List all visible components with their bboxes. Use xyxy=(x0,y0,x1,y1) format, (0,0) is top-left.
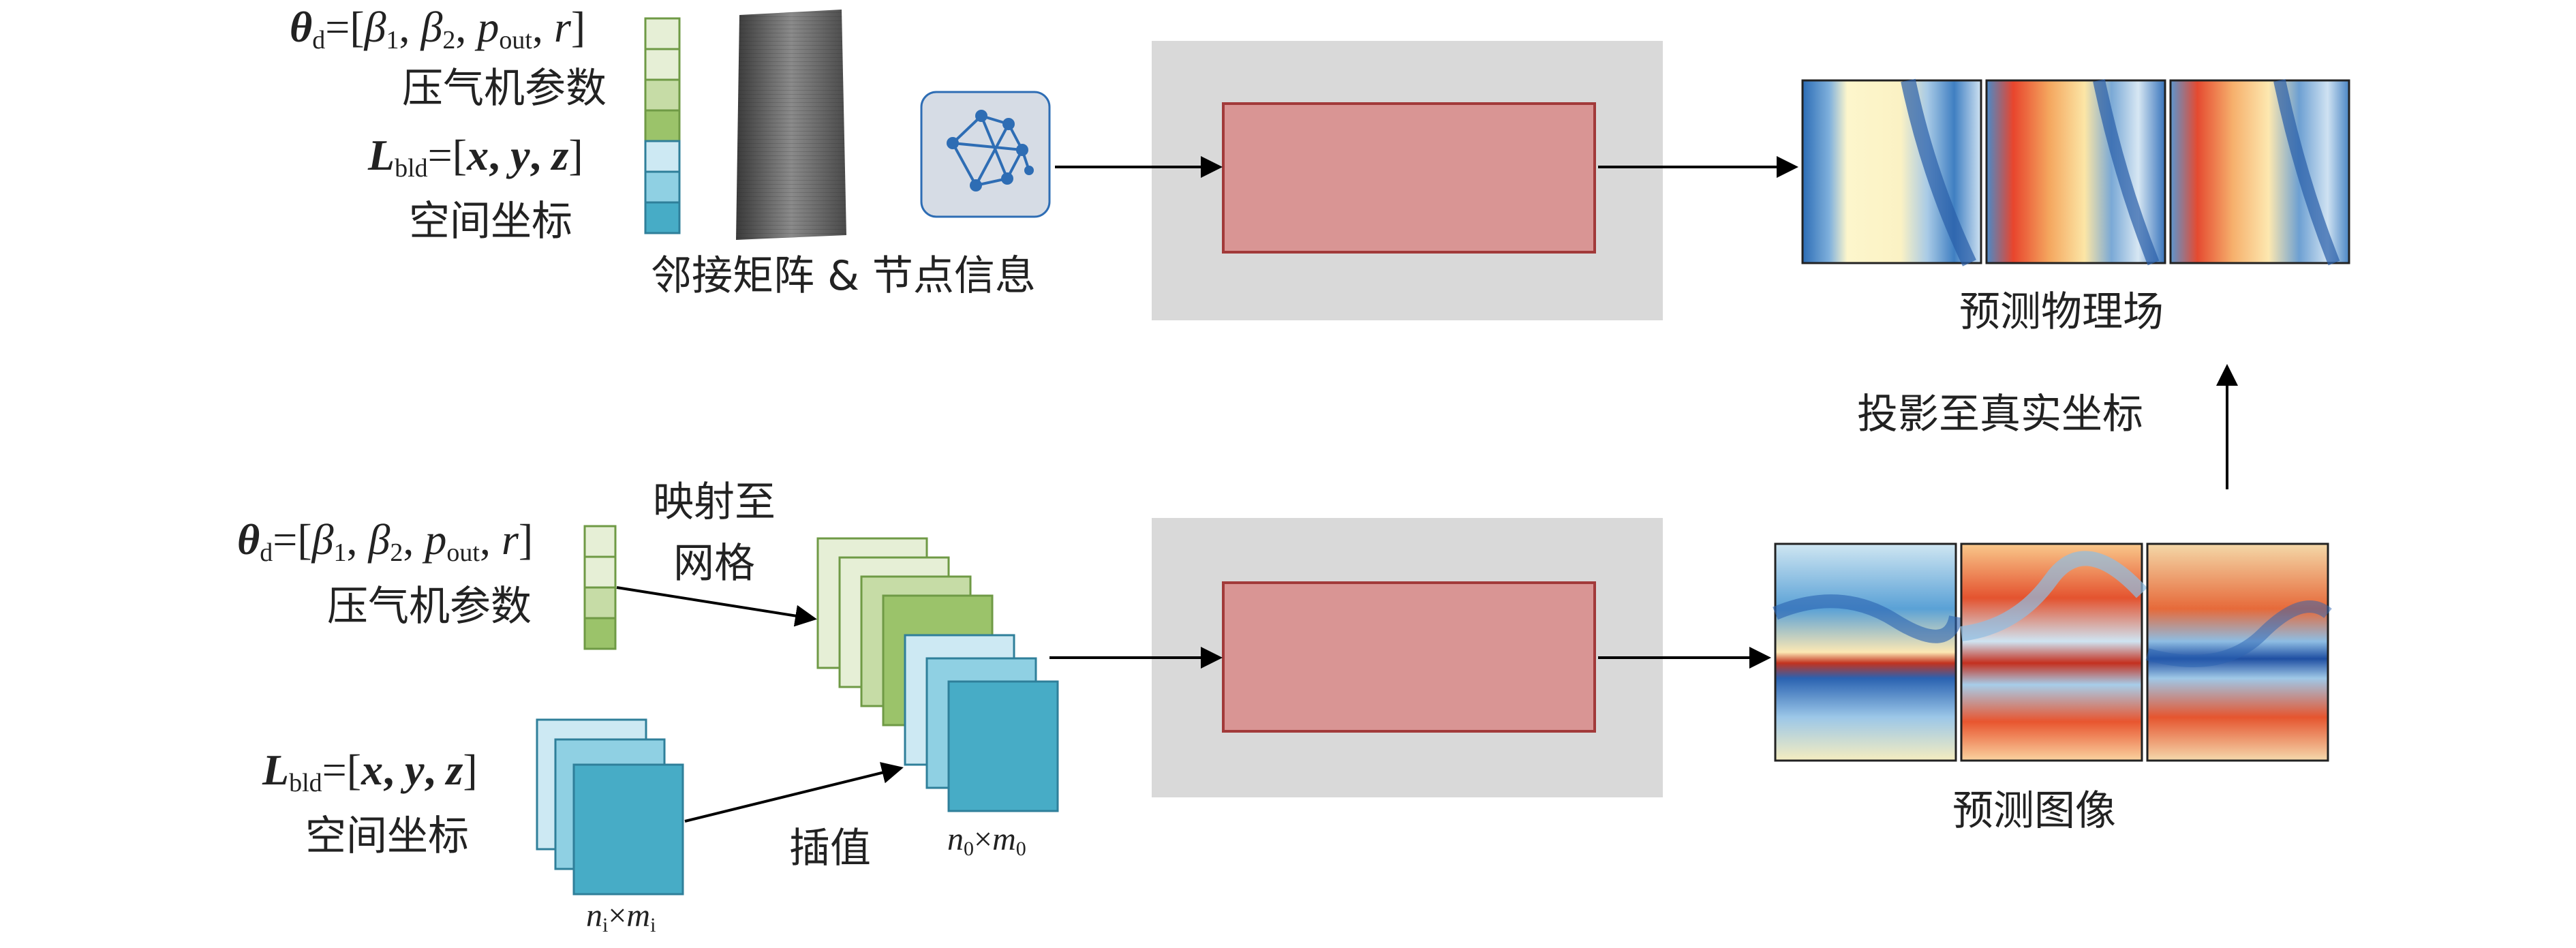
gmm-model-label: GMM xyxy=(1351,153,1457,200)
graph-info-label: 邻接矩阵 & 节点信息 xyxy=(651,252,1036,300)
dim-n-sub: 0 xyxy=(964,838,974,860)
dim-m: m xyxy=(992,821,1016,857)
p-subscript: out xyxy=(499,26,532,55)
p-subscript: out xyxy=(446,538,480,567)
p-symbol: p xyxy=(425,515,447,564)
r-symbol: r xyxy=(501,515,519,564)
coord-input-stack xyxy=(536,718,684,896)
dim-m-sub: i xyxy=(650,914,656,936)
beta1-subscript: 1 xyxy=(386,26,399,55)
theta-subscript: d xyxy=(260,538,273,567)
beta2-subscript: 2 xyxy=(390,538,403,567)
beta1-subscript: 1 xyxy=(333,538,347,567)
formula-sep: , xyxy=(403,515,425,564)
predicted-image-panel-2 xyxy=(1960,542,2148,762)
predicted-field-panel-1 xyxy=(1801,78,1982,266)
theta-symbol: θ xyxy=(237,515,260,564)
neural-model-label-line1: FNO/Unet/ xyxy=(1308,608,1499,654)
formula-sep: , xyxy=(424,746,446,794)
top-param-vector xyxy=(644,17,681,142)
y-symbol: y xyxy=(405,746,425,794)
predicted-field-panel-3 xyxy=(2169,79,2350,266)
dim-n-sub: i xyxy=(602,914,609,936)
predicted-field-label: 预测物理场 xyxy=(1959,288,2164,336)
predicted-field-panel-2 xyxy=(1985,79,2166,266)
neural-model-box xyxy=(1222,581,1596,733)
predicted-image-label: 预测图像 xyxy=(1952,787,2116,835)
formula-sep: , xyxy=(532,3,554,51)
formula-sep: , xyxy=(530,131,552,179)
r-symbol: r xyxy=(553,3,571,51)
dim-m: m xyxy=(626,898,651,934)
blade-mesh-image xyxy=(736,10,846,240)
x-symbol: x xyxy=(467,131,489,179)
L-symbol: L xyxy=(368,131,395,179)
bottom-param-formula: θd=[β1, β2, pout, r] xyxy=(237,515,534,566)
beta1-symbol: β xyxy=(364,3,386,51)
p-symbol: p xyxy=(477,3,500,51)
formula-open: =[ xyxy=(427,131,467,179)
neural-panel xyxy=(1152,518,1663,797)
formula-open: =[ xyxy=(322,746,362,794)
input-dim-label: ni×mi xyxy=(586,898,656,936)
map-label-line2: 网格 xyxy=(673,540,755,587)
formula-sep: , xyxy=(383,746,405,794)
z-symbol: z xyxy=(446,746,463,794)
x-symbol: x xyxy=(361,746,384,794)
top-coord-vector xyxy=(644,140,681,234)
formula-close: ] xyxy=(463,746,478,794)
interp-label: 插值 xyxy=(789,825,871,872)
formula-sep: , xyxy=(346,515,369,564)
graph-network-icon xyxy=(920,91,1051,218)
formula-sep: , xyxy=(455,3,478,51)
dim-times: × xyxy=(608,898,627,934)
bottom-coord-formula: Lbld=[x, y, z] xyxy=(262,746,478,797)
formula-sep: , xyxy=(479,515,502,564)
dim-m-sub: 0 xyxy=(1015,838,1026,860)
top-coord-label: 空间坐标 xyxy=(409,198,572,245)
top-coord-formula: Lbld=[x, y, z] xyxy=(368,131,583,182)
top-param-formula: θd=[β1, β2, pout, r] xyxy=(290,3,586,54)
formula-close: ] xyxy=(518,515,534,564)
formula-sep: , xyxy=(399,3,421,51)
neural-model-label-line2: Transformer xyxy=(1299,662,1509,709)
map-label-line1: 映射至 xyxy=(653,478,776,526)
beta2-symbol: β xyxy=(420,3,443,51)
dim-n: n xyxy=(947,821,964,857)
z-symbol: z xyxy=(551,131,569,179)
L-subscript: bld xyxy=(289,769,322,797)
predicted-image-panel-3 xyxy=(2145,542,2332,762)
theta-subscript: d xyxy=(312,26,326,55)
y-symbol: y xyxy=(510,131,530,179)
L-symbol: L xyxy=(262,746,290,794)
predicted-image-panel-1 xyxy=(1773,542,1963,762)
arrow-interpolation xyxy=(684,762,904,823)
formula-close: ] xyxy=(570,3,586,51)
arrow-param-to-grid xyxy=(616,586,817,627)
grid-dim-label: n0×m0 xyxy=(947,821,1026,859)
theta-symbol: θ xyxy=(290,3,313,51)
formula-open: =[ xyxy=(325,3,365,51)
grid-feature-stack xyxy=(816,537,1059,812)
formula-open: =[ xyxy=(273,515,312,564)
top-param-label: 压气机参数 xyxy=(402,65,607,112)
formula-sep: , xyxy=(489,131,511,179)
beta2-symbol: β xyxy=(368,515,390,564)
projection-label: 投影至真实坐标 xyxy=(1857,391,2143,438)
beta1-symbol: β xyxy=(311,515,334,564)
bottom-coord-label: 空间坐标 xyxy=(305,812,469,860)
bottom-param-vector xyxy=(583,525,617,650)
beta2-subscript: 2 xyxy=(442,26,456,55)
L-subscript: bld xyxy=(395,154,428,183)
dim-times: × xyxy=(974,821,993,857)
bottom-param-label: 压气机参数 xyxy=(327,583,532,630)
formula-close: ] xyxy=(568,131,583,179)
dim-n: n xyxy=(586,898,602,934)
